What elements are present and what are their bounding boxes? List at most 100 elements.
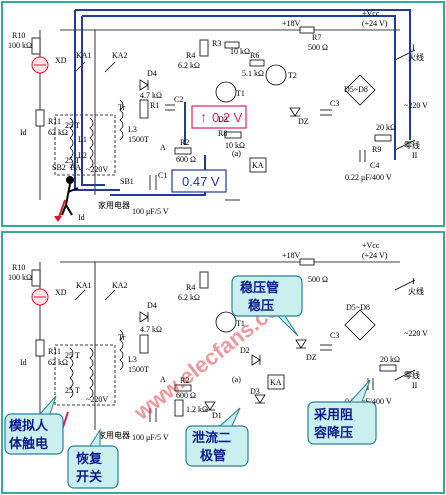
r10-resistor [31,37,41,55]
l1-label: L1 [78,135,87,144]
r20k-label-b: 20 kΩ [380,355,400,364]
transformer-core [54,114,116,176]
callout-reset-line2: 开关 [76,469,102,484]
dz-zener [289,107,301,117]
l3-label: L3 [128,125,137,134]
t2-transistor [265,64,287,86]
t2-label: T2 [288,71,297,80]
l3-turns: 1500T [128,135,149,144]
callout-body-shock: 模拟人 体触电 [4,395,64,455]
r3-resistor [224,41,240,49]
fire-label-b: 火线 [408,286,424,296]
r3-val: 10 kΩ [230,47,250,56]
callout-diode-line2: 极管 [200,448,226,463]
callout-rc-line1: 采用阻 [313,407,353,422]
callout-zener-line2: 稳压 [248,298,274,313]
r10-label: R10 [12,31,25,40]
r8-resistor [224,131,242,139]
r4-resistor [199,39,209,57]
dz-label-b: DZ [306,353,317,362]
v220-label: ~220V [86,165,108,174]
voltage-02-box [191,105,247,129]
r1-resistor [139,99,149,119]
r6-val: 5.1 kΩ [242,69,264,78]
r1-val-b: 4.7 kΩ [140,325,162,334]
r10-val: 100 kΩ [8,41,32,50]
r3-label: R3 [212,39,221,48]
r10-label-b: R10 [12,263,25,272]
person-icon [61,176,79,216]
r1b-resistor-b [174,399,184,417]
r20k-resistor [374,134,392,142]
voltage-02-arrow: ↑ [200,109,207,125]
a-paren-label-b: (a) [232,375,241,384]
l3-coil-b [119,329,124,371]
c4-val: 0.22 μF/400 V [345,173,392,182]
r20k-resistor-b [379,364,397,372]
blue-wire-zero [82,15,396,160]
r4-label: R4 [186,51,195,60]
zero-terminal-b [394,369,416,381]
l1-coil [69,117,74,169]
r6-label: R6 [250,51,259,60]
r10-val-b: 100 kΩ [8,273,32,282]
r4-val-b: 6.2 kΩ [178,293,200,302]
ka-label: KA [252,161,264,170]
current-id-label: Id [78,213,85,222]
r2-resistor [174,147,192,155]
t1-transistor [215,81,237,103]
ac220-label-b: ~220 V [404,329,428,338]
supply-plus-label-b: +18V [282,251,301,260]
a-paren-label: (a) [232,149,241,158]
d2-diode-b [251,354,261,366]
d4-diode [139,79,149,91]
r9-label: R9 [372,145,381,154]
supply-vcc-val: (+24 V) [362,19,388,28]
zero-label-b: 零线 [404,370,420,380]
l1-turns-b: 25 T [65,351,80,360]
callout-body-line2: 体触电 [9,436,48,451]
l2-turns-b: 25 T [65,386,80,395]
id-label: Id [20,128,27,137]
r7-resistor-b [299,258,315,266]
r7-val: 500 Ω [308,43,328,52]
c1-label: C1 [158,171,167,180]
terminal-i-label: I [412,43,415,52]
d4-label-b: D4 [147,301,157,310]
ka1-switch [74,61,86,73]
fire-terminal-b [394,279,416,291]
ka2-label-b: KA2 [112,281,128,290]
r6-resistor [249,59,265,67]
c3-label: C3 [330,99,339,108]
d4-diode-b [139,311,149,323]
sb2-label: SB2 [52,163,66,172]
ka-relay [249,157,267,173]
l2-coil [89,117,94,169]
r8-label: R8 [218,129,227,138]
r2-val-b: 600 Ω [176,391,196,400]
tr-label: Tr [118,103,126,112]
tr-label-b: Tr [118,333,126,342]
r2-resistor-b [174,384,192,392]
r11-val: 62 kΩ [48,128,68,137]
household-label: 家用电器 [98,200,130,210]
bridge-rectifier-b [344,309,376,341]
d3-diode-b [254,394,266,404]
l3-turns-b: 1500T [128,365,149,374]
l1-turns: 25 T [65,121,80,130]
r1-val: 4.7 kΩ [140,91,162,100]
l3-coil [119,99,124,141]
xd-label: XD [55,56,67,65]
r7-val-b: 500 Ω [308,275,328,284]
r1b-val-b: 1.2 kΩ [186,405,208,414]
r11-label: R11 [48,117,61,126]
l3-label-b: L3 [128,355,137,364]
voltage-047-box [171,169,227,193]
v220-label-b: ~220V [86,395,108,404]
d2-label-b: D2 [240,346,250,355]
blue-wire-left2 [81,16,105,186]
supply-vcc-label: +Vcc [362,9,380,18]
ka1-label-b: KA1 [76,281,92,290]
